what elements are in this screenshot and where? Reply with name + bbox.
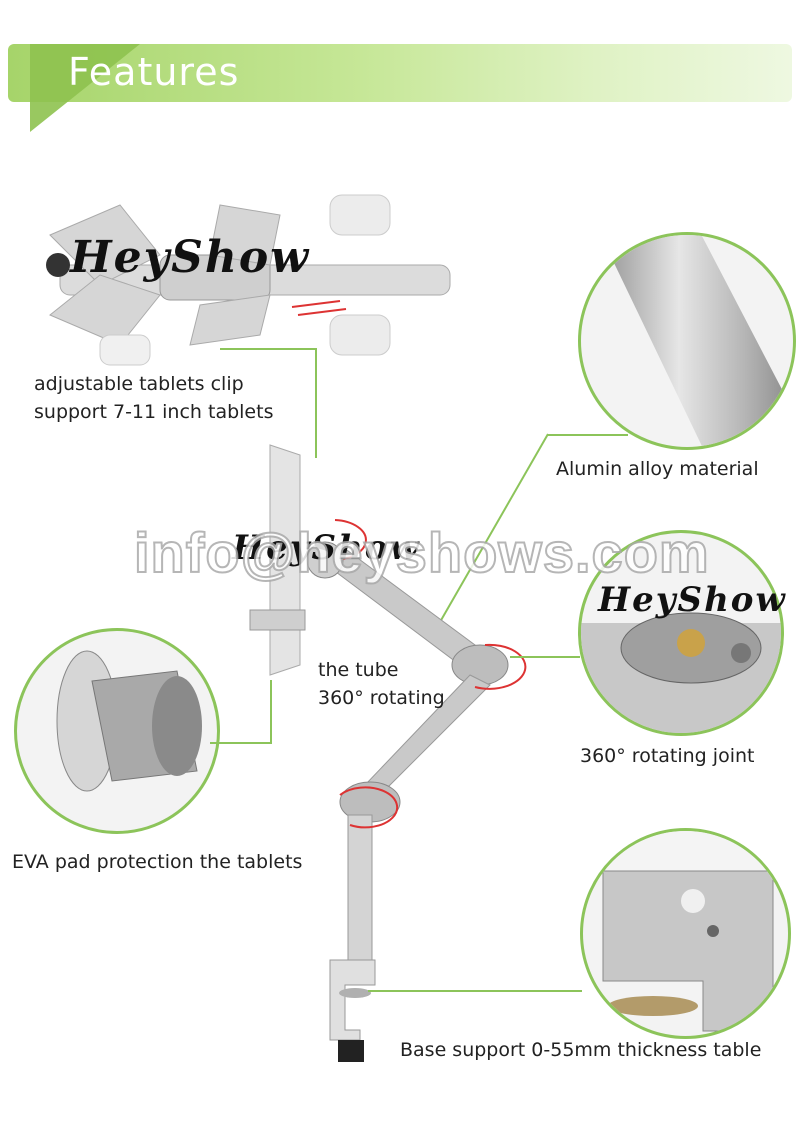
- connector-clip: [220, 348, 316, 350]
- joint-circle: [578, 530, 784, 736]
- eva-pad-closeup: [56, 650, 202, 792]
- material-circle: [578, 232, 796, 450]
- aluminium-tube-closeup: [600, 235, 793, 447]
- monitor-arm-illustration: [249, 444, 527, 1062]
- tube-label-line2: 360° rotating: [318, 687, 445, 709]
- eva-pad-circle: [14, 628, 220, 834]
- brand-logo-center: HeyShow: [232, 528, 421, 568]
- connector-clip-vert: [315, 348, 317, 458]
- email-watermark: info@heyshows.com: [133, 520, 710, 585]
- connector-eva: [210, 742, 272, 744]
- tube-label-line1: the tube: [318, 659, 399, 681]
- material-label: Alumin alloy material: [556, 458, 759, 480]
- base-label: Base support 0-55mm thickness table: [400, 1039, 762, 1061]
- eva-label: EVA pad protection the tablets: [12, 851, 303, 873]
- clip-label-line2: support 7-11 inch tablets: [34, 401, 274, 423]
- rotating-joint-closeup: [581, 612, 781, 733]
- connector-base: [368, 990, 582, 992]
- clip-label-line1: adjustable tablets clip: [34, 373, 244, 395]
- connector-eva-vert: [270, 680, 272, 744]
- base-circle: [580, 828, 791, 1039]
- table-clamp-closeup: [583, 831, 788, 1032]
- connector-joint: [510, 656, 580, 658]
- connector-material-diag: [439, 433, 549, 623]
- brand-logo-top: HeyShow: [70, 232, 311, 283]
- banner-tail: [30, 44, 140, 132]
- features-title: Features: [68, 50, 240, 94]
- tablet-clip-illustration: [46, 194, 451, 366]
- connector-material: [548, 434, 628, 436]
- brand-logo-joint: HeyShow: [598, 580, 787, 620]
- joint-label: 360° rotating joint: [580, 745, 755, 767]
